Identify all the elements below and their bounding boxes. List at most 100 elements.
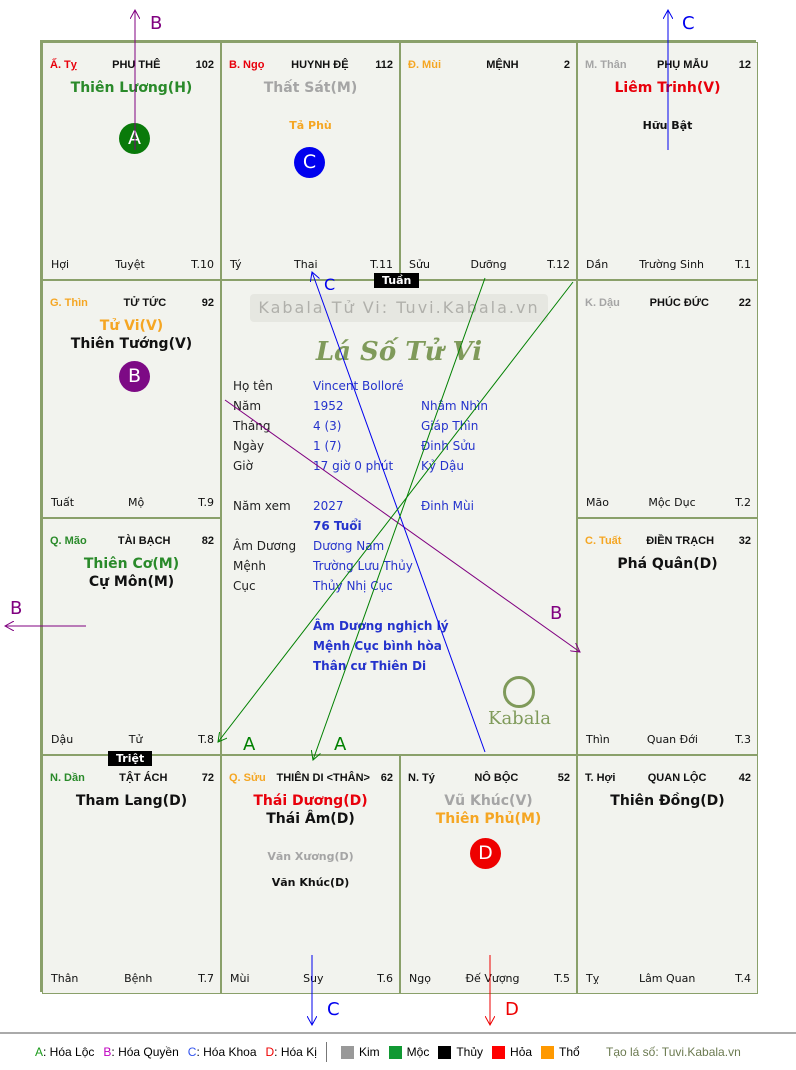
month: T.7 [198, 972, 214, 985]
info-label: Năm [233, 399, 262, 413]
palace-name: QUAN LỘC [647, 772, 707, 784]
heavenly-stem: N. Tý [408, 772, 435, 784]
palace-name: ĐIỀN TRẠCH [646, 535, 715, 547]
life-phase: Suy [303, 972, 324, 985]
heavenly-stem: Q. Mão [50, 535, 87, 547]
month: T.5 [554, 972, 570, 985]
horoscope-chart: Kabala Tử Vi: Tuvi.Kabala.vn Lá Số Tử Vi… [40, 40, 758, 994]
palace-name: TỬ TỨC [123, 297, 167, 309]
main-star: Thái Dương(D) [253, 793, 368, 809]
minor-star: Hữu Bật [642, 119, 693, 132]
earthly-branch: Dần [586, 258, 609, 271]
info-value: Dương Nam [313, 539, 385, 553]
main-star: Tham Lang(D) [75, 793, 188, 809]
info-row [233, 479, 563, 499]
element-swatch [438, 1045, 452, 1059]
triet-badge: Triệt [108, 751, 153, 766]
palace-name: MỆNH [486, 59, 519, 71]
info-value-can-chi: Đinh Mùi [421, 499, 474, 513]
palace-number: 112 [375, 59, 393, 71]
palace-number: 2 [563, 59, 570, 71]
info-value: 1952 [313, 399, 344, 413]
month: T.4 [735, 972, 751, 985]
legend-hoa-label: : Hóa Kị [274, 1045, 317, 1059]
palace-number: 72 [201, 772, 214, 784]
month: T.3 [735, 733, 751, 746]
info-value-can-chi: Giáp Thìn [421, 419, 479, 433]
info-value: Mệnh Cục bình hòa [313, 639, 442, 653]
info-label: Mệnh [233, 559, 266, 573]
main-star: Thiên Cơ(M) [83, 556, 180, 572]
life-phase: Mộ [127, 496, 145, 509]
legend-hoa-item: B: Hóa Quyền [103, 1045, 178, 1059]
credit-link[interactable]: Tạo lá số: Tuvi.Kabala.vn [606, 1045, 741, 1059]
star-list: Vũ Khúc(V)Thiên Phủ(M) [401, 792, 576, 828]
element-swatch [341, 1045, 354, 1059]
element-swatch [492, 1045, 506, 1059]
arrow-label-c: C [327, 999, 340, 1020]
palace-number: 82 [201, 535, 214, 547]
main-star: Thiên Tướng(V) [70, 336, 193, 352]
legend-hoa-letter: A [35, 1045, 44, 1059]
star-list: Thái Dương(D)Thái Âm(D)Văn Xương(D)Văn K… [222, 792, 399, 889]
palace-number: 92 [201, 297, 214, 309]
legend-hoa-label: : Hóa Khoa [196, 1045, 257, 1059]
chart-title: Lá Số Tử Vi [315, 337, 483, 367]
palace-header: Đ. Mùi MỆNH 2 [408, 57, 570, 73]
info-row: Âm Dương nghịch lý [233, 619, 563, 639]
palace-name: PHÚC ĐỨC [649, 297, 709, 309]
tree-icon [503, 676, 536, 708]
palace-number: 12 [738, 59, 751, 71]
legend-hoa-item: C: Hóa Khoa [188, 1045, 257, 1059]
watermark: Kabala Tử Vi: Tuvi.Kabala.vn [250, 294, 548, 322]
palace-number: 32 [738, 535, 751, 547]
heavenly-stem: K. Dậu [585, 297, 620, 309]
legend-divider [326, 1042, 327, 1062]
heavenly-stem: B. Ngọ [229, 59, 265, 71]
arrow-label-d: D [505, 999, 519, 1020]
tuan-badge: Tuần [374, 273, 420, 288]
legend-hoa-label: : Hóa Quyền [111, 1045, 179, 1059]
info-value: 76 Tuổi [313, 519, 362, 533]
earthly-branch: Dậu [51, 733, 74, 746]
info-row [233, 599, 563, 619]
life-phase: Quan Đới [646, 733, 698, 746]
palace-number: 102 [195, 59, 214, 71]
life-phase: Trường Sinh [639, 258, 705, 271]
main-star: Cự Môn(M) [88, 574, 175, 590]
heavenly-stem: Đ. Mùi [408, 59, 441, 71]
legend-hoa-item: A: Hóa Lộc [35, 1045, 94, 1059]
transformation-marker: A [119, 123, 150, 154]
info-label: Tháng [233, 419, 271, 433]
main-star: Vũ Khúc(V) [444, 793, 533, 809]
